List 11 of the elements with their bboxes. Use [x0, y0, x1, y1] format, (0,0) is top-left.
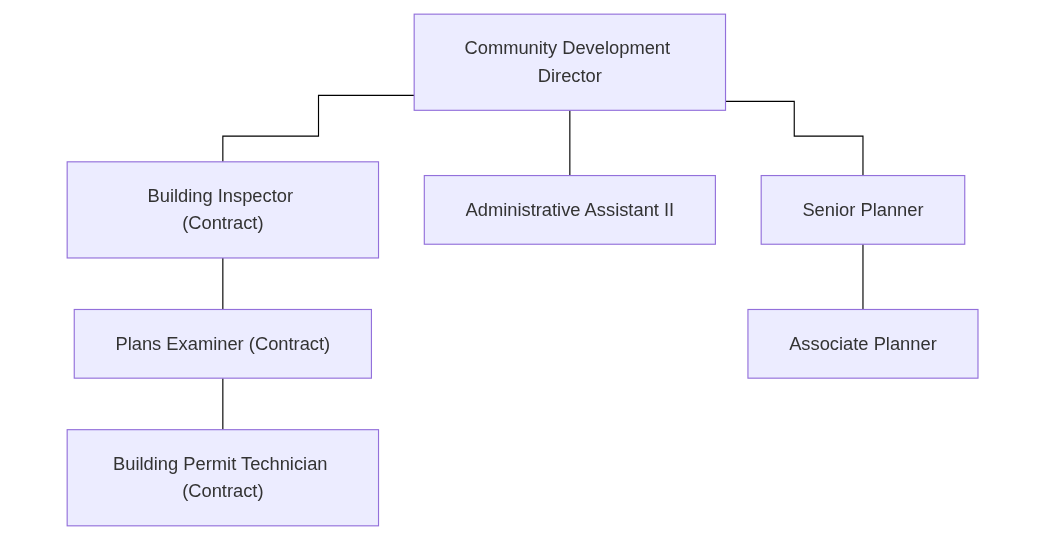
connector	[222, 257, 224, 311]
node-box: Building Inspector (Contract)	[66, 161, 379, 259]
connector	[222, 377, 224, 431]
node-box: Associate Planner	[747, 308, 979, 379]
connector	[569, 109, 571, 177]
node-box: Building Permit Technician (Contract)	[66, 429, 379, 527]
node-box: Senior Planner	[760, 175, 966, 245]
connector	[222, 94, 415, 163]
node-box: Administrative Assistant II	[423, 175, 716, 245]
node-box: Community Development Director	[413, 13, 727, 111]
node-box: Plans Examiner (Contract)	[73, 308, 372, 379]
